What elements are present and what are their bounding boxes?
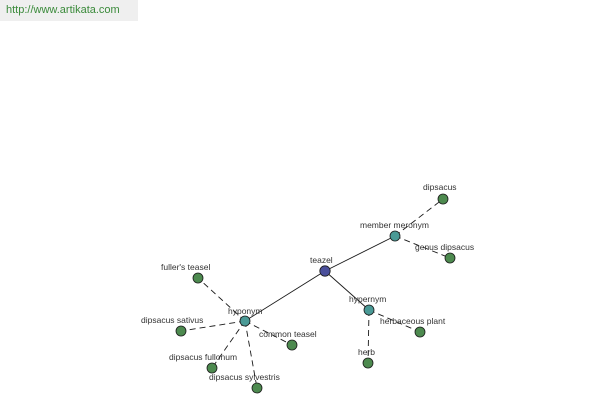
node-genus-dipsacus[interactable] (444, 252, 456, 264)
label-member-meronym[interactable]: member meronym (360, 220, 429, 230)
edge-hyponym-common-teasel (244, 320, 293, 346)
node-hypernym[interactable] (363, 304, 375, 316)
node-dipsacus[interactable] (437, 193, 449, 205)
edge-hyponym-fullers-teasel (197, 277, 246, 322)
node-dipsacus-sativus[interactable] (175, 325, 187, 337)
node-fullers-teasel[interactable] (192, 272, 204, 284)
label-teazel[interactable]: teazel (310, 255, 333, 265)
label-fullers-teasel[interactable]: fuller's teasel (161, 262, 210, 272)
label-genus-dipsacus[interactable]: genus dipsacus (415, 242, 474, 252)
node-teazel[interactable] (319, 265, 331, 277)
node-herbaceous-plant[interactable] (414, 326, 426, 338)
graph-edges (180, 198, 451, 389)
edge-member-meronym-dipsacus (394, 198, 444, 237)
label-dipsacus-sylvestris[interactable]: dipsacus sylvestris (209, 372, 280, 382)
edge-teazel-hyponym (244, 270, 326, 322)
graph-labels: teazel member meronym hyponym hypernym d… (141, 182, 474, 382)
edge-teazel-member-meronym (324, 235, 396, 272)
label-common-teasel[interactable]: common teasel (259, 329, 317, 339)
edge-hyponym-dipsacus-sylvestris (244, 320, 258, 389)
edge-teazel-hypernym (324, 270, 370, 311)
label-dipsacus[interactable]: dipsacus (423, 182, 457, 192)
node-common-teasel[interactable] (286, 339, 298, 351)
graph-nodes (175, 193, 456, 394)
label-herbaceous-plant[interactable]: herbaceous plant (380, 316, 446, 326)
edge-hyponym-dipsacus-sativus (180, 320, 246, 332)
node-dipsacus-fullonum[interactable] (206, 362, 218, 374)
node-member-meronym[interactable] (389, 230, 401, 242)
label-dipsacus-sativus[interactable]: dipsacus sativus (141, 315, 203, 325)
node-hyponym[interactable] (239, 315, 251, 327)
label-hypernym[interactable]: hypernym (349, 294, 386, 304)
label-hyponym[interactable]: hyponym (228, 306, 263, 316)
source-url[interactable]: http://www.artikata.com (0, 0, 138, 21)
edge-hypernym-herb (367, 309, 370, 364)
node-dipsacus-sylvestris[interactable] (251, 382, 263, 394)
label-herb[interactable]: herb (358, 347, 375, 357)
label-dipsacus-fullonum[interactable]: dipsacus fullonum (169, 352, 237, 362)
node-herb[interactable] (362, 357, 374, 369)
